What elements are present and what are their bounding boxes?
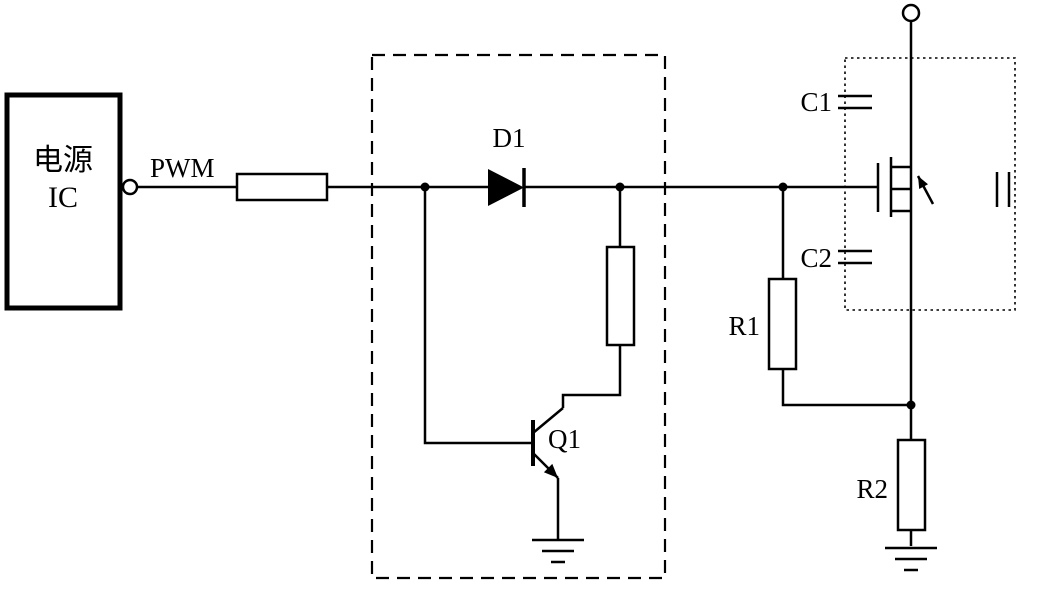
junction-dot — [906, 400, 916, 410]
base-discharge-resistor — [605, 245, 636, 347]
pwm-label: PWM — [150, 153, 215, 183]
mosfet-body-diode-arrowhead — [918, 176, 928, 189]
r1-label: R1 — [728, 311, 760, 341]
junction-dot — [778, 182, 788, 192]
capacitor-c1-icon — [838, 94, 872, 110]
junction-dot — [615, 182, 625, 192]
c1-label: C1 — [800, 87, 832, 117]
drain-supply-terminal — [901, 3, 921, 23]
mosfet-icon — [876, 157, 911, 217]
wire-network — [137, 21, 913, 546]
resistor-r2 — [896, 438, 927, 532]
ground-r2-icon — [885, 546, 937, 572]
pwm-output-terminal — [121, 178, 139, 196]
junction-dot — [420, 182, 430, 192]
c2-label: C2 — [800, 243, 832, 273]
ground-q1-icon — [532, 538, 584, 564]
power-ic-label-line1: 电源 — [33, 144, 93, 177]
diode-d1-icon — [488, 169, 524, 206]
turnoff-circuit-dashed-box — [370, 53, 667, 580]
mosfet-dotted-box — [844, 57, 1016, 311]
q1-emitter-arrow-icon — [543, 463, 558, 478]
series-resistor — [235, 172, 329, 202]
r2-label: R2 — [856, 474, 888, 504]
power-ic-label-line2: IC — [48, 181, 78, 214]
q1-label: Q1 — [548, 424, 581, 454]
capacitor-c2-icon — [838, 249, 872, 265]
d1-label: D1 — [493, 123, 526, 153]
power-ic-box — [4, 92, 123, 311]
resistor-r1 — [767, 277, 798, 371]
capacitor-ds-icon — [995, 172, 1011, 207]
q1-collector — [532, 407, 564, 434]
